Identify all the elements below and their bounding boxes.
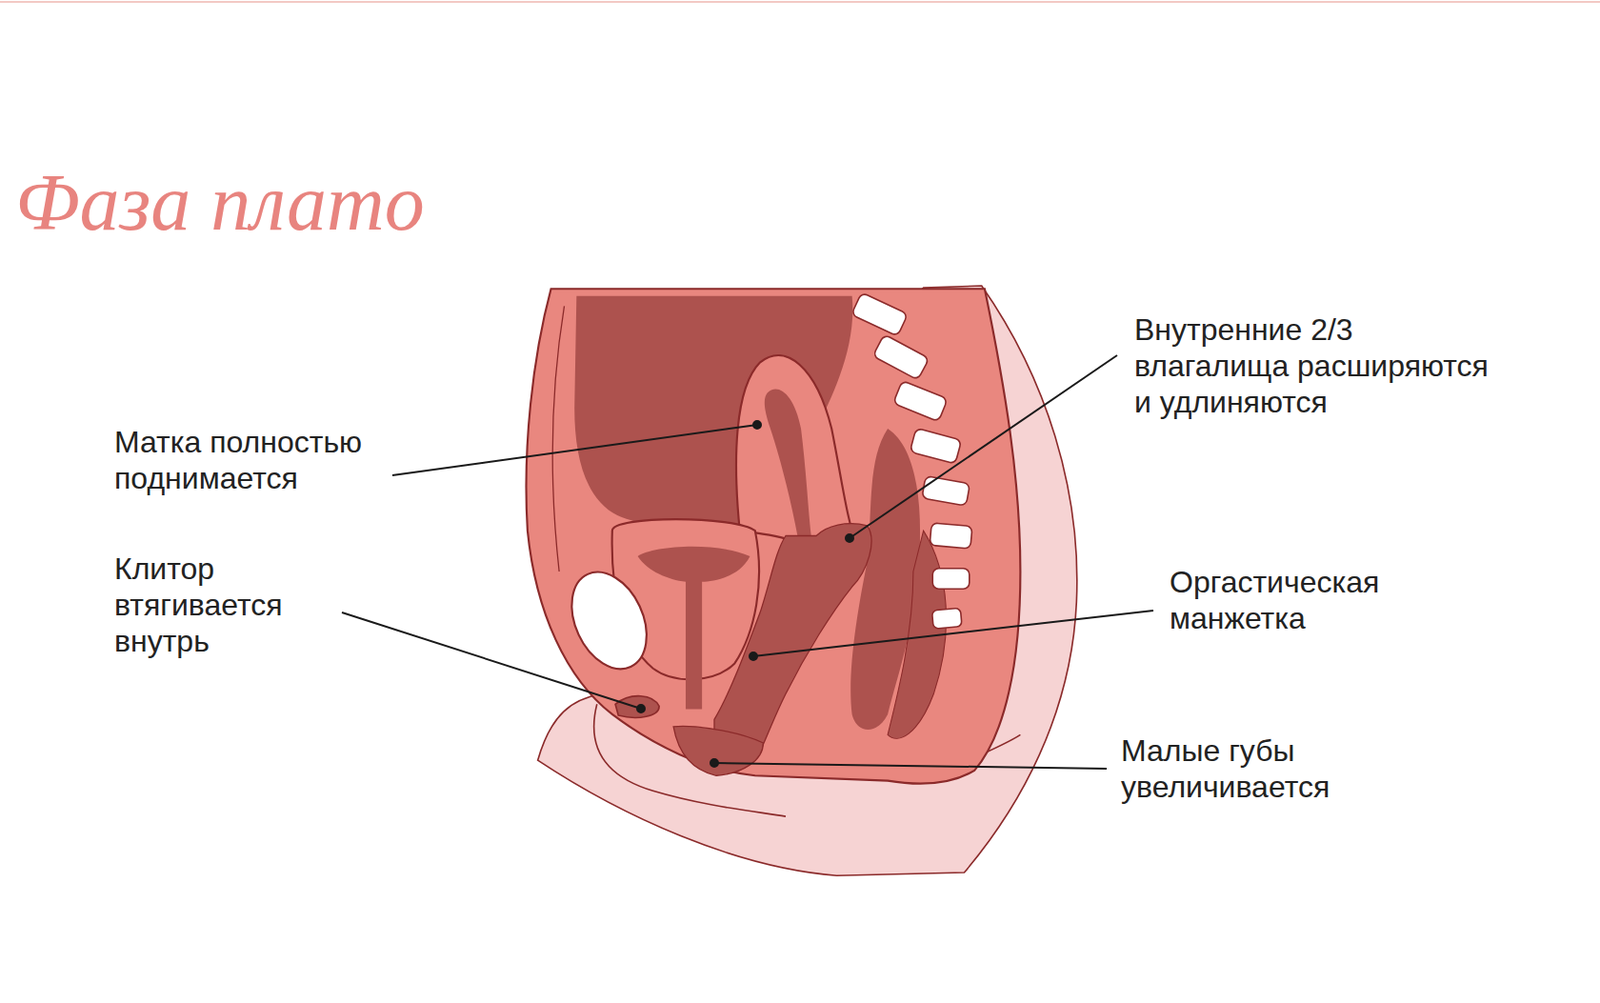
title: Фаза плато xyxy=(15,157,425,249)
pelvis-section xyxy=(526,285,1078,876)
pubic-bone xyxy=(557,560,661,681)
callout-label: Оргастическая манжетка xyxy=(1169,563,1173,637)
leader-dot xyxy=(637,704,645,713)
labia xyxy=(673,725,763,776)
leader-dot xyxy=(749,652,758,660)
leader-line xyxy=(714,762,1107,769)
leader-lines xyxy=(341,355,1154,769)
leader-dot xyxy=(710,759,719,767)
leader-dot xyxy=(845,534,854,542)
clitoris xyxy=(615,696,660,719)
uterine-cavity xyxy=(764,389,812,539)
pelvic-tissue xyxy=(526,288,1021,784)
callout-label: Матка полностью поднимается xyxy=(114,423,365,497)
urethra xyxy=(638,546,751,710)
callout-label: Клитор втягивается внутрь xyxy=(114,550,118,660)
abdominal-wall xyxy=(552,305,564,572)
spine xyxy=(851,292,973,629)
leader-line xyxy=(392,424,758,476)
callout-label: Малые губы увеличивается xyxy=(1120,732,1298,805)
leader-line xyxy=(753,610,1154,657)
leader-dot xyxy=(753,420,761,429)
callout-label: Внутренние 2/3 влагалища расширяются и у… xyxy=(1134,311,1491,420)
top-rule xyxy=(0,0,1600,3)
leader-line xyxy=(341,612,641,709)
leader-line xyxy=(849,355,1118,539)
